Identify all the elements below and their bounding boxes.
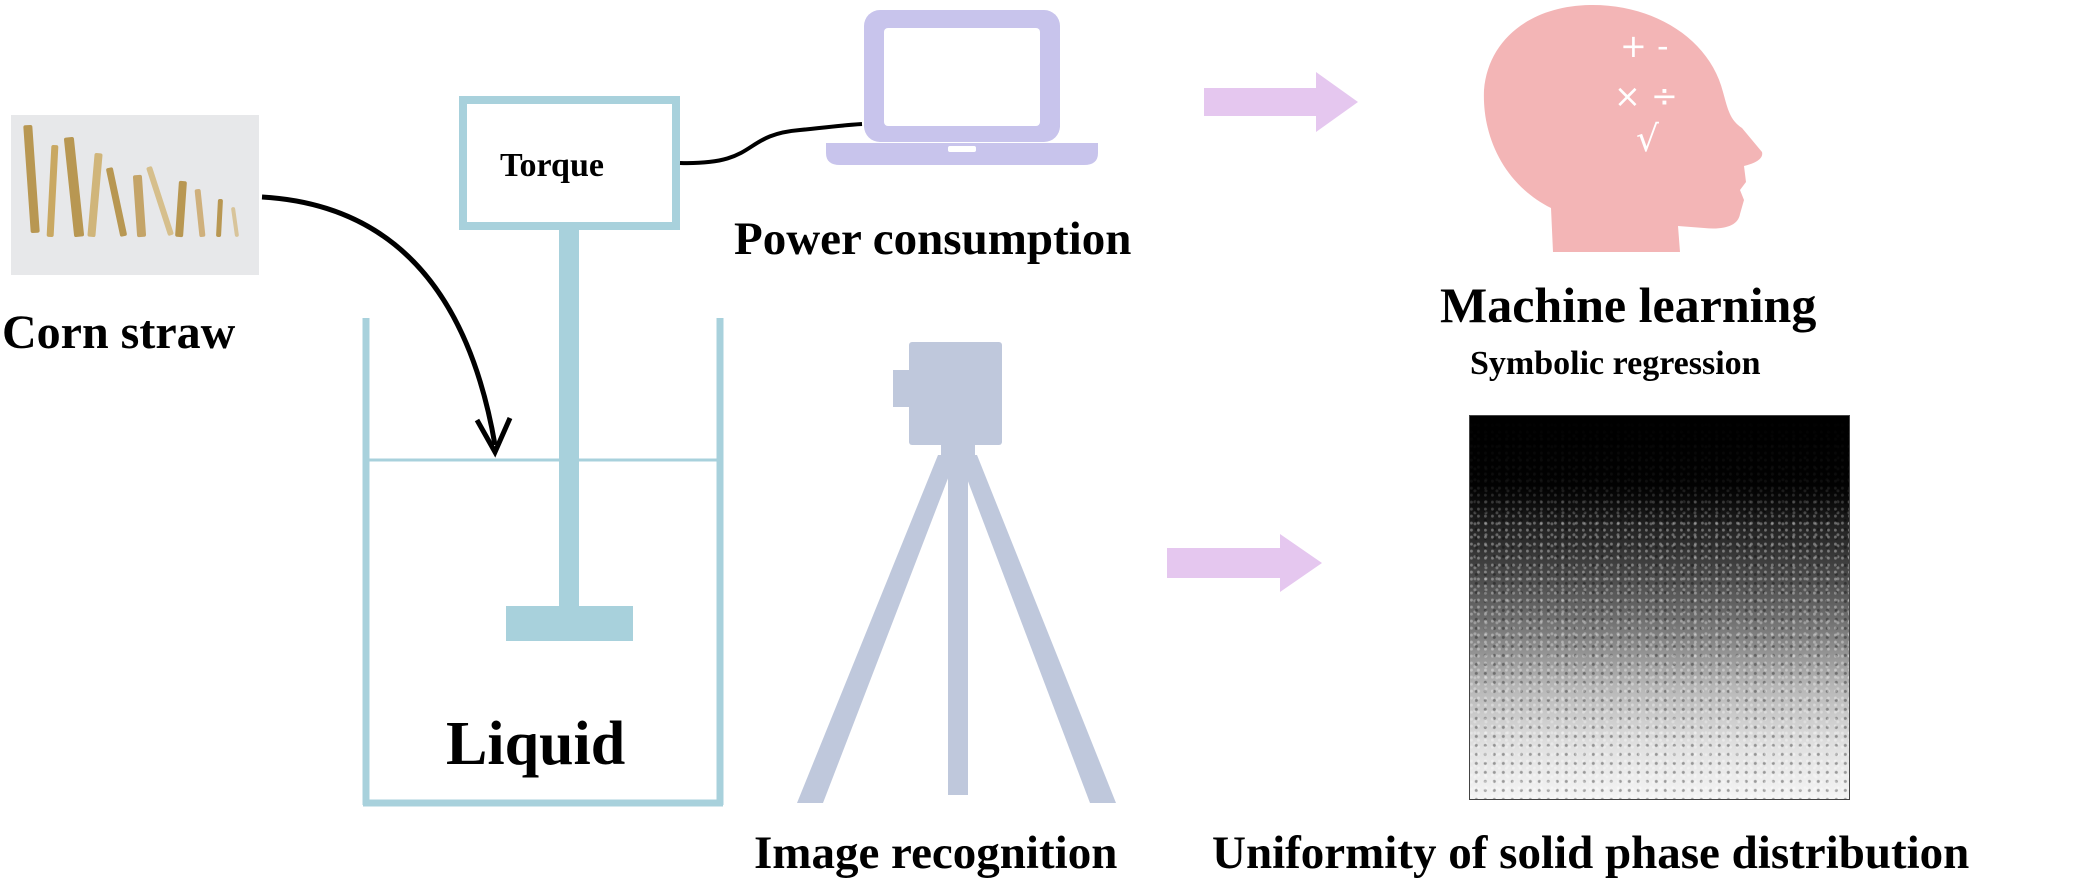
uniformity-label: Uniformity of solid phase distribution — [1212, 827, 1970, 879]
times-divide-symbols: × ÷ — [1614, 77, 1678, 115]
stirrer-shaft — [559, 230, 579, 616]
symbolic-regression-label: Symbolic regression — [1470, 345, 1761, 382]
camera-tripod-icon — [797, 342, 1116, 803]
corn-straw-label: Corn straw — [2, 306, 236, 359]
plus-minus-symbols: + - — [1620, 27, 1669, 65]
laptop-icon — [826, 10, 1098, 165]
mixing-vessel — [362, 318, 724, 807]
power-consumption-label: Power consumption — [734, 213, 1132, 265]
solid-distribution-image — [1469, 415, 1850, 800]
torque-label: Torque — [500, 147, 604, 184]
straw-to-liquid-arrow — [261, 194, 498, 446]
data-cable — [679, 122, 863, 166]
straw-arrow-head — [474, 416, 513, 458]
head-icon — [1483, 4, 1763, 253]
torque-box — [459, 96, 680, 230]
impeller-blade — [506, 606, 633, 641]
image-recognition-label: Image recognition — [754, 827, 1118, 879]
lower-arrow — [1167, 534, 1322, 592]
corn-straw-photo — [11, 115, 259, 275]
upper-arrow — [1204, 72, 1358, 132]
sqrt-symbol: √ — [1636, 119, 1659, 160]
liquid-label: Liquid — [446, 710, 626, 778]
machine-learning-label: Machine learning — [1440, 277, 1817, 333]
